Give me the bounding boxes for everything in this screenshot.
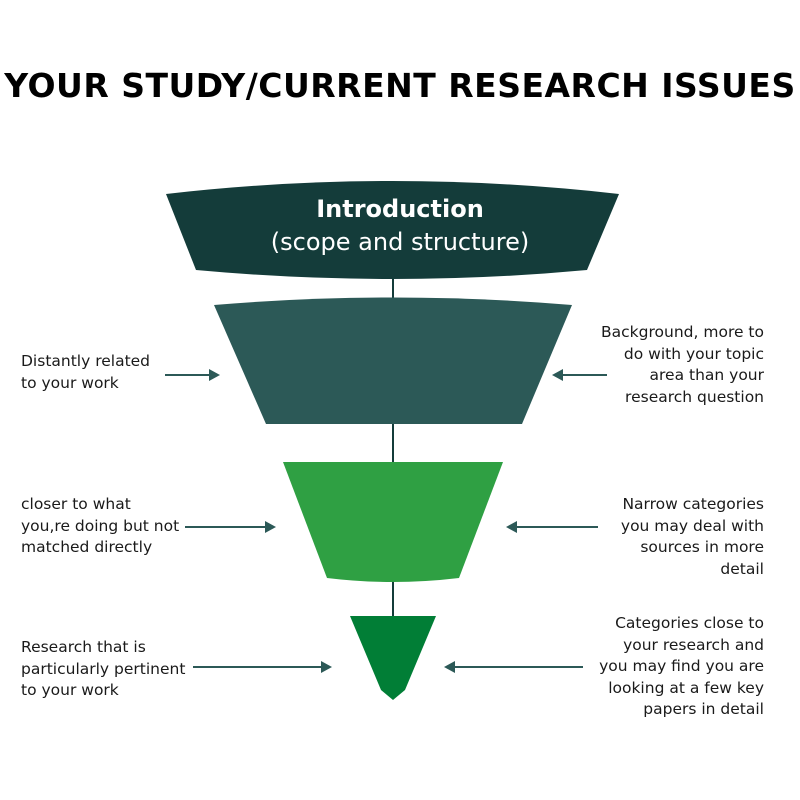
arrow-left-1: [165, 369, 220, 381]
tier-introduction-title: Introduction: [316, 195, 484, 223]
arrow-left-2: [185, 521, 276, 533]
tier-introduction-subtitle: (scope and structure): [270, 228, 530, 256]
funnel-tier-introduction: [166, 181, 619, 279]
arrow-right-2: [506, 521, 598, 533]
arrow-left-3: [193, 661, 332, 673]
arrow-right-3: [444, 661, 583, 673]
page-title: YOUR STUDY/CURRENT RESEARCH ISSUES: [4, 66, 796, 105]
funnel-tier-2: [214, 297, 572, 424]
arrow-right-1: [552, 369, 607, 381]
funnel-tier-3: [283, 462, 503, 582]
funnel-tier-4: [350, 616, 436, 700]
